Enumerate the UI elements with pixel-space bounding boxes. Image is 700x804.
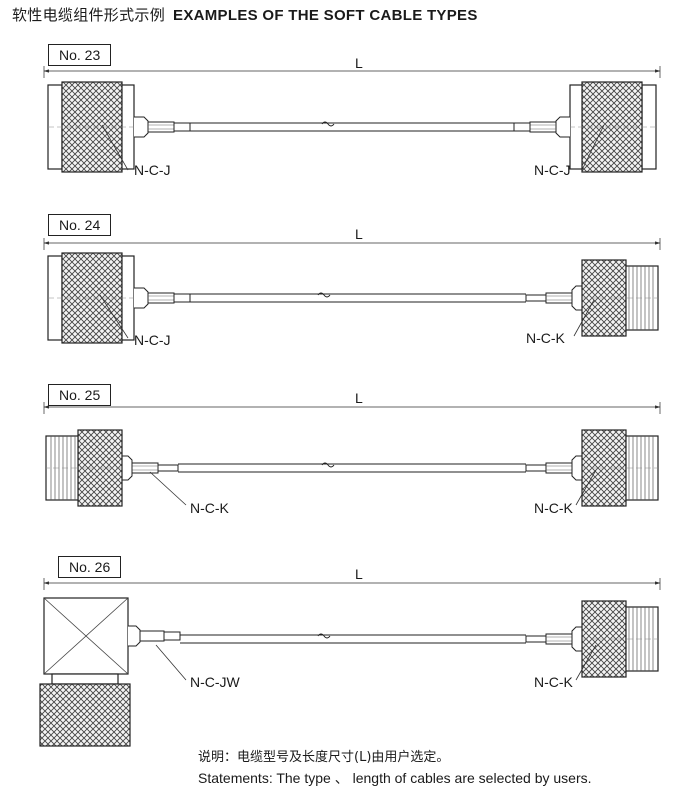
length-label-26: L (355, 566, 363, 582)
assembly-number-25: No. 25 (48, 384, 112, 406)
assembly-25-drawing (43, 402, 661, 507)
connector-label-23-left: N-C-J (134, 162, 171, 178)
connector-label-25-left: N-C-K (190, 500, 229, 516)
connector-label-26-left: N-C-JW (190, 674, 240, 690)
title-english: EXAMPLES OF THE SOFT CABLE TYPES (173, 7, 478, 24)
notes: 说明：电缆型号及长度尺寸(L)由用户选定。 Statements: The ty… (198, 748, 592, 788)
length-label-25: L (355, 390, 363, 406)
note-chinese: 说明：电缆型号及长度尺寸(L)由用户选定。 (198, 750, 450, 765)
connector-label-24-left: N-C-J (134, 332, 171, 348)
assembly-number-26: No. 26 (58, 556, 122, 578)
connector-label-24-right: N-C-K (526, 330, 565, 346)
assembly-number-24: No. 24 (48, 214, 112, 236)
connector-label-23-right: N-C-J (534, 162, 571, 178)
length-label-23: L (355, 55, 363, 71)
assembly-number-23: No. 23 (48, 44, 112, 66)
length-label-24: L (355, 226, 363, 242)
title-chinese: 软性电缆组件形式示例 (12, 6, 166, 24)
page-title: 软性电缆组件形式示例 EXAMPLES OF THE SOFT CABLE TYP… (12, 4, 478, 25)
assembly-23-drawing (43, 66, 661, 173)
assembly-26-drawing (39, 578, 661, 747)
note-english: Statements: The type 、 length of cables … (198, 770, 592, 786)
connector-label-26-right: N-C-K (534, 674, 573, 690)
connector-label-25-right: N-C-K (534, 500, 573, 516)
assembly-24-drawing (43, 238, 661, 344)
